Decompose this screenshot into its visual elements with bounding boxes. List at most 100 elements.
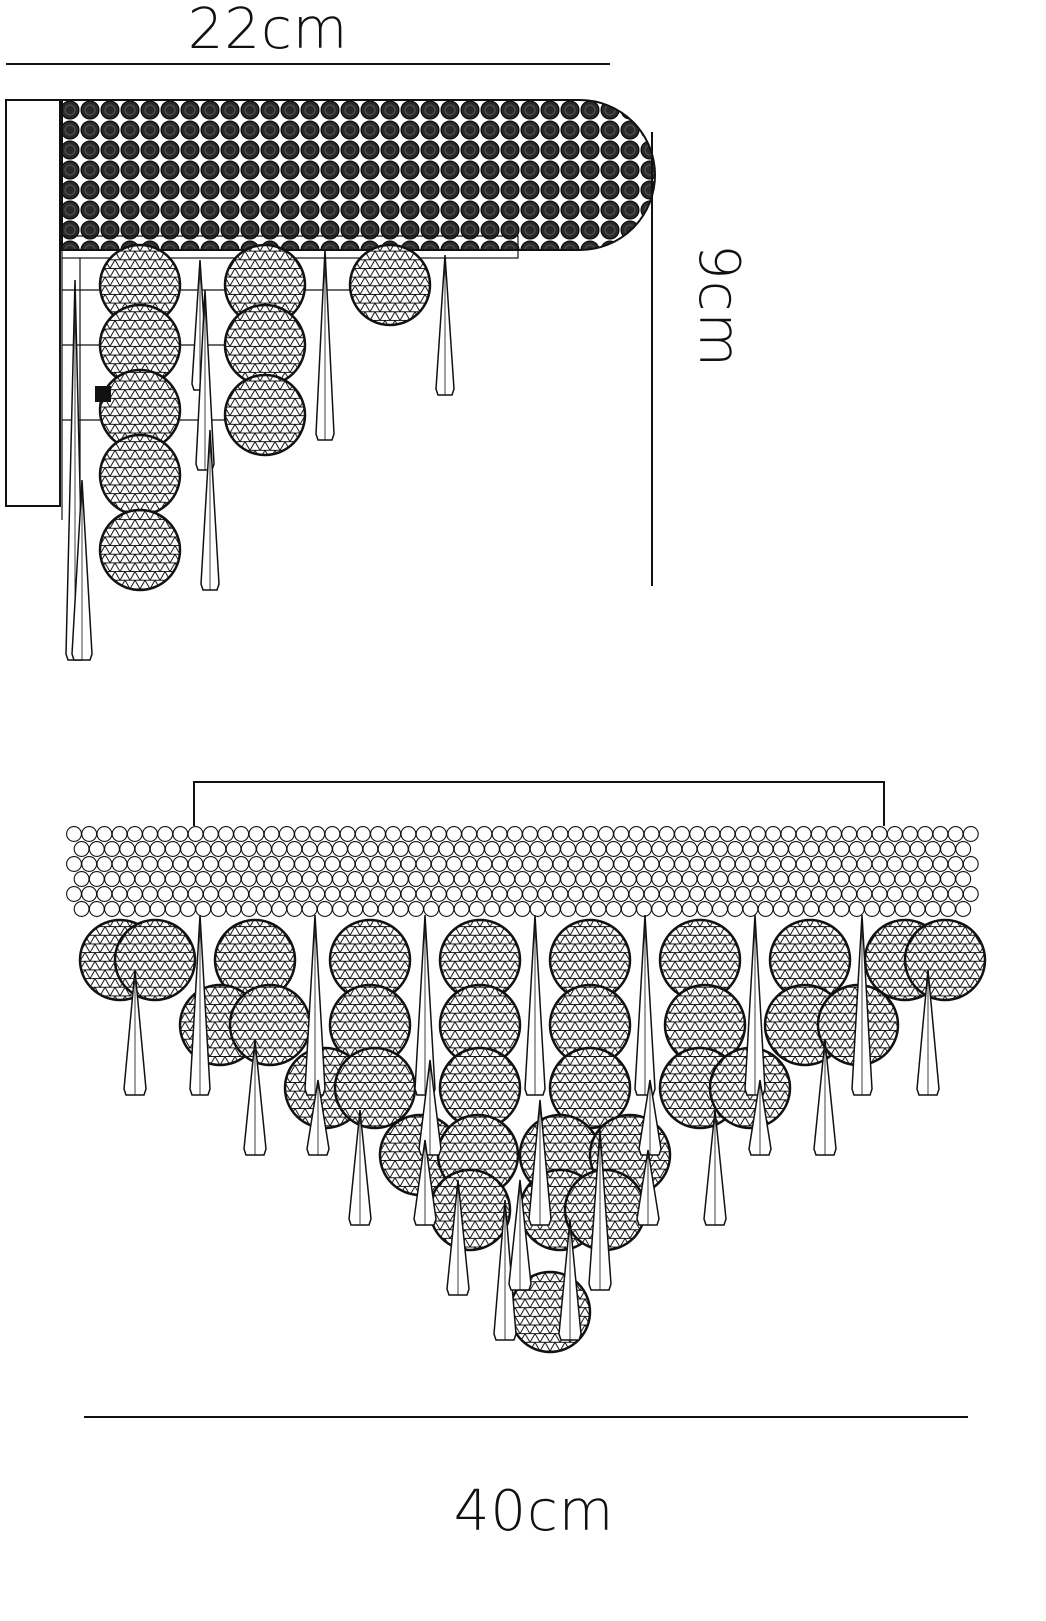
bead: [864, 901, 880, 917]
crystal-drop: [558, 1219, 582, 1341]
bead: [514, 901, 531, 917]
bead: [377, 841, 394, 857]
crystal-sphere: [548, 983, 632, 1067]
bead: [636, 871, 652, 887]
bead: [400, 886, 417, 902]
bead: [886, 886, 903, 902]
bead: [643, 826, 660, 842]
front-crystal-spheres: [78, 918, 987, 1354]
bead: [453, 901, 470, 917]
bead: [294, 856, 310, 872]
crystal-sphere: [903, 918, 987, 1002]
bead: [332, 901, 348, 917]
crystal-drop: [524, 914, 546, 1096]
bead: [119, 841, 136, 857]
side-crystal-spheres: [98, 243, 432, 592]
bead: [552, 826, 569, 842]
bead: [377, 901, 394, 917]
bead: [772, 901, 789, 917]
bead: [940, 901, 956, 917]
bead: [902, 856, 918, 872]
crystal-sphere: [658, 918, 742, 1002]
bead: [347, 901, 364, 917]
bead: [590, 841, 607, 857]
bead: [818, 901, 835, 917]
bead: [575, 871, 592, 887]
crystal-drop: [306, 1079, 330, 1156]
bead: [605, 901, 622, 917]
bead: [134, 871, 151, 887]
bead: [696, 901, 713, 917]
bead: [704, 826, 721, 842]
bead: [210, 871, 227, 887]
bead: [370, 826, 386, 842]
bead: [499, 871, 516, 887]
bead: [172, 826, 189, 842]
bead: [408, 901, 424, 917]
bead: [651, 871, 668, 887]
bead: [81, 856, 98, 872]
crystal-sphere: [328, 983, 412, 1067]
bead: [339, 886, 356, 902]
bead: [575, 901, 592, 917]
bead: [180, 841, 196, 857]
bead: [803, 871, 820, 887]
bead: [506, 826, 523, 842]
bead: [590, 901, 607, 917]
bead: [537, 826, 554, 842]
bead: [301, 871, 318, 887]
bead: [111, 826, 128, 842]
crystal-sphere: [98, 508, 182, 592]
bead: [962, 856, 979, 872]
crystal-drop: [348, 1109, 372, 1226]
crystal-drop: [638, 1079, 662, 1156]
bead: [590, 871, 607, 887]
crystal-drop: [315, 249, 335, 441]
crystal-drop: [195, 289, 215, 471]
bead: [187, 886, 204, 902]
bead: [96, 886, 113, 902]
bead: [111, 856, 128, 872]
bead: [385, 856, 402, 872]
bead: [560, 871, 576, 887]
bead: [468, 901, 485, 917]
bead: [392, 901, 409, 917]
bead: [202, 886, 219, 902]
bead: [902, 886, 918, 902]
bead: [955, 901, 972, 917]
bead: [415, 856, 432, 872]
side-view: 22cm 9cm: [5, 0, 751, 661]
bead: [263, 886, 280, 902]
bead: [408, 841, 424, 857]
bead: [750, 886, 766, 902]
bead: [605, 871, 622, 887]
bead: [544, 871, 561, 887]
bead: [841, 886, 858, 902]
bead: [370, 856, 386, 872]
bead: [909, 841, 926, 857]
bead: [461, 826, 478, 842]
bead: [73, 901, 90, 917]
bead: [666, 901, 683, 917]
bead: [947, 826, 964, 842]
side-crystal-drops: [65, 249, 455, 661]
bead: [119, 871, 136, 887]
bead: [712, 871, 728, 887]
bead: [73, 871, 90, 887]
bead: [316, 841, 333, 857]
bead: [400, 856, 417, 872]
bead: [567, 856, 584, 872]
bead: [134, 841, 151, 857]
bead: [552, 886, 569, 902]
bead: [263, 856, 280, 872]
crystal-drop: [813, 1039, 837, 1156]
crystal-drop: [189, 914, 211, 1096]
bead: [301, 901, 318, 917]
crystal-sphere: [98, 243, 182, 327]
bead: [347, 841, 364, 857]
bead: [833, 841, 850, 857]
bead: [309, 826, 326, 842]
bead: [681, 901, 698, 917]
bead: [423, 841, 440, 857]
bead: [940, 841, 956, 857]
